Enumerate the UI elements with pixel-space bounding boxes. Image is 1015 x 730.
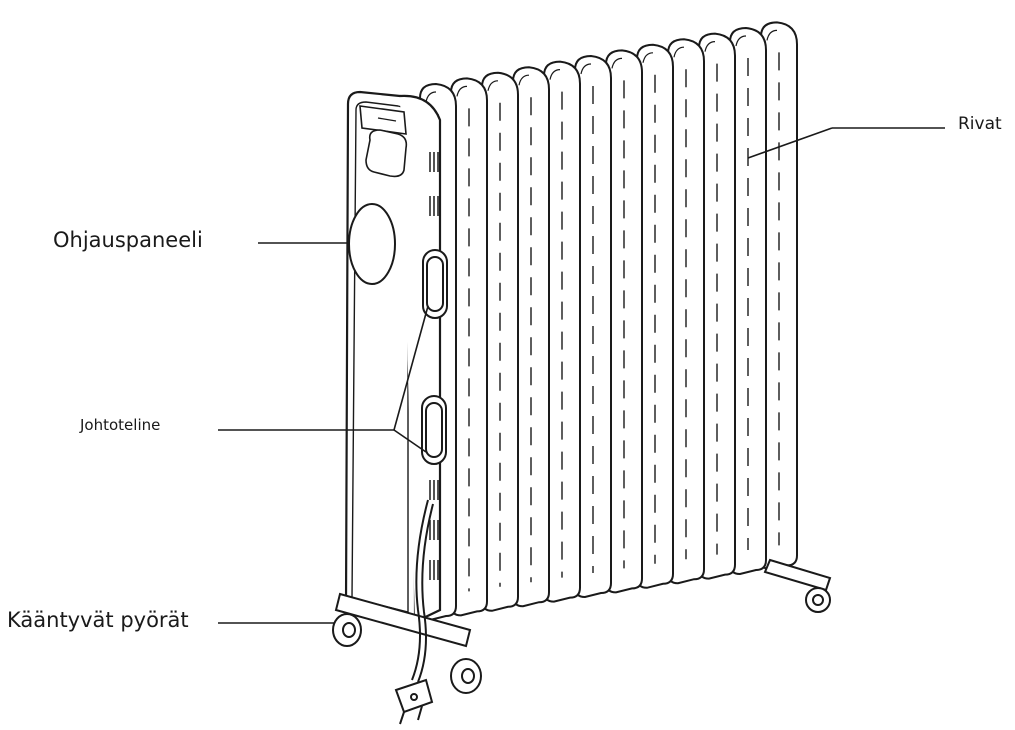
fin-edge — [487, 80, 499, 91]
leader-lines — [218, 127, 945, 624]
leader-cord-holder-upper — [393, 305, 429, 431]
label-cord-holder: Johtoteline — [80, 416, 161, 434]
side-vents — [429, 152, 439, 580]
leader-cord-holder-lower — [393, 429, 427, 453]
fin-edge — [704, 41, 716, 52]
fin-edge — [735, 35, 747, 47]
fin — [512, 66, 550, 608]
fin-edge — [766, 29, 778, 41]
fin-edge — [673, 46, 685, 58]
plug-icon — [394, 678, 434, 725]
label-fins: Rivat — [958, 114, 1002, 134]
fin-edge — [425, 91, 437, 103]
cord-holder-slots — [421, 249, 448, 465]
power-cord — [411, 499, 434, 683]
fin-edge — [580, 63, 592, 75]
label-swivel-wheels: Kääntyvät pyörät — [7, 608, 189, 632]
radiator-fins — [419, 21, 798, 622]
fin-edge — [518, 74, 530, 86]
fin-edge — [642, 52, 654, 63]
control-panel-dial — [348, 203, 396, 285]
right-foot — [763, 558, 832, 613]
fin-edge — [549, 69, 561, 80]
leader-fins — [747, 127, 833, 159]
fin-edge — [456, 85, 468, 97]
fin — [450, 77, 488, 617]
label-control-panel: Ohjauspaneeli — [53, 228, 203, 252]
left-foot — [332, 592, 482, 694]
fin — [481, 71, 519, 612]
fin-edge — [611, 57, 623, 69]
